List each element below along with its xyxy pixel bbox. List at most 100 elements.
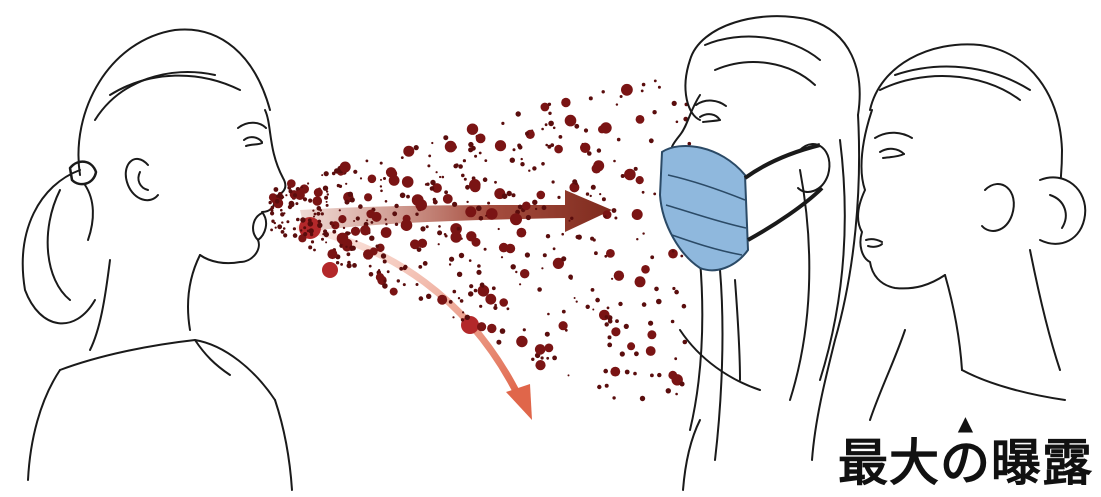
droplet bbox=[545, 344, 554, 353]
droplet bbox=[641, 90, 644, 93]
droplet bbox=[642, 83, 646, 87]
droplet bbox=[336, 261, 339, 264]
droplet bbox=[295, 202, 298, 205]
droplet bbox=[603, 210, 612, 219]
droplet bbox=[433, 200, 438, 205]
droplet bbox=[652, 110, 656, 114]
droplet bbox=[308, 221, 314, 227]
droplet bbox=[449, 263, 451, 265]
droplet bbox=[468, 291, 473, 296]
droplet bbox=[592, 164, 602, 174]
droplet bbox=[599, 310, 610, 321]
droplet bbox=[285, 194, 287, 196]
droplet bbox=[274, 222, 276, 224]
droplet bbox=[376, 245, 379, 248]
droplet bbox=[274, 187, 279, 192]
droplet bbox=[484, 159, 487, 162]
droplet bbox=[324, 196, 328, 200]
droplet bbox=[610, 367, 620, 377]
droplet bbox=[314, 188, 323, 197]
droplet bbox=[532, 166, 536, 170]
droplet bbox=[309, 230, 312, 233]
droplet bbox=[672, 287, 675, 290]
droplet bbox=[553, 247, 556, 250]
droplet bbox=[586, 305, 590, 309]
droplet bbox=[520, 269, 529, 278]
droplet bbox=[620, 351, 625, 356]
droplet bbox=[307, 230, 310, 233]
droplet bbox=[554, 145, 563, 154]
droplet bbox=[390, 288, 398, 296]
droplet bbox=[671, 320, 675, 324]
droplet bbox=[611, 278, 613, 280]
droplet bbox=[382, 283, 388, 289]
droplet bbox=[548, 112, 551, 115]
droplet bbox=[479, 216, 484, 221]
droplet-cloud bbox=[269, 80, 692, 402]
droplet bbox=[682, 304, 687, 309]
droplet bbox=[486, 208, 498, 220]
droplet bbox=[369, 272, 374, 277]
droplet bbox=[674, 290, 679, 295]
droplet bbox=[541, 162, 545, 166]
droplet bbox=[591, 288, 595, 292]
droplet bbox=[415, 199, 427, 211]
droplet bbox=[521, 158, 523, 160]
droplet bbox=[358, 204, 363, 209]
droplet bbox=[668, 371, 677, 380]
droplet bbox=[287, 179, 296, 188]
droplet bbox=[283, 227, 286, 230]
droplet bbox=[378, 269, 380, 271]
droplet bbox=[467, 124, 478, 135]
droplet bbox=[275, 227, 277, 229]
droplet bbox=[520, 162, 524, 166]
droplet bbox=[528, 170, 530, 172]
droplet bbox=[485, 294, 496, 305]
droplet bbox=[469, 284, 473, 288]
droplet bbox=[469, 179, 481, 191]
droplet bbox=[381, 253, 386, 258]
droplet bbox=[317, 206, 322, 211]
droplet bbox=[594, 251, 598, 255]
droplet bbox=[487, 202, 490, 205]
droplet bbox=[423, 261, 428, 266]
droplet bbox=[457, 272, 462, 277]
droplet bbox=[635, 276, 646, 287]
droplet bbox=[317, 223, 322, 228]
droplet bbox=[608, 335, 612, 339]
droplet bbox=[416, 283, 419, 286]
droplet bbox=[542, 205, 547, 210]
droplet bbox=[513, 148, 516, 151]
droplet bbox=[572, 179, 577, 184]
droplet bbox=[506, 244, 516, 254]
droplet bbox=[442, 176, 445, 179]
droplet bbox=[449, 257, 454, 262]
droplet bbox=[338, 215, 346, 223]
droplet bbox=[589, 96, 593, 100]
droplet bbox=[666, 388, 671, 393]
droplet bbox=[351, 227, 360, 236]
droplet bbox=[343, 227, 345, 229]
droplet bbox=[562, 310, 566, 314]
droplet bbox=[403, 283, 406, 286]
droplet bbox=[443, 194, 453, 204]
droplet bbox=[327, 193, 329, 195]
droplet bbox=[376, 273, 384, 281]
droplet bbox=[430, 186, 435, 191]
droplet bbox=[293, 193, 297, 197]
droplet bbox=[512, 193, 516, 197]
droplet bbox=[642, 232, 644, 234]
droplet bbox=[617, 138, 621, 142]
droplet bbox=[561, 98, 570, 107]
droplet bbox=[648, 321, 653, 326]
droplet bbox=[624, 169, 636, 181]
droplet bbox=[293, 227, 296, 230]
droplet bbox=[355, 240, 357, 242]
droplet bbox=[356, 216, 360, 220]
droplet bbox=[633, 372, 637, 376]
droplet bbox=[453, 164, 458, 169]
droplet bbox=[397, 279, 400, 282]
droplet bbox=[394, 204, 398, 208]
droplet bbox=[321, 212, 324, 215]
droplet bbox=[313, 196, 323, 206]
